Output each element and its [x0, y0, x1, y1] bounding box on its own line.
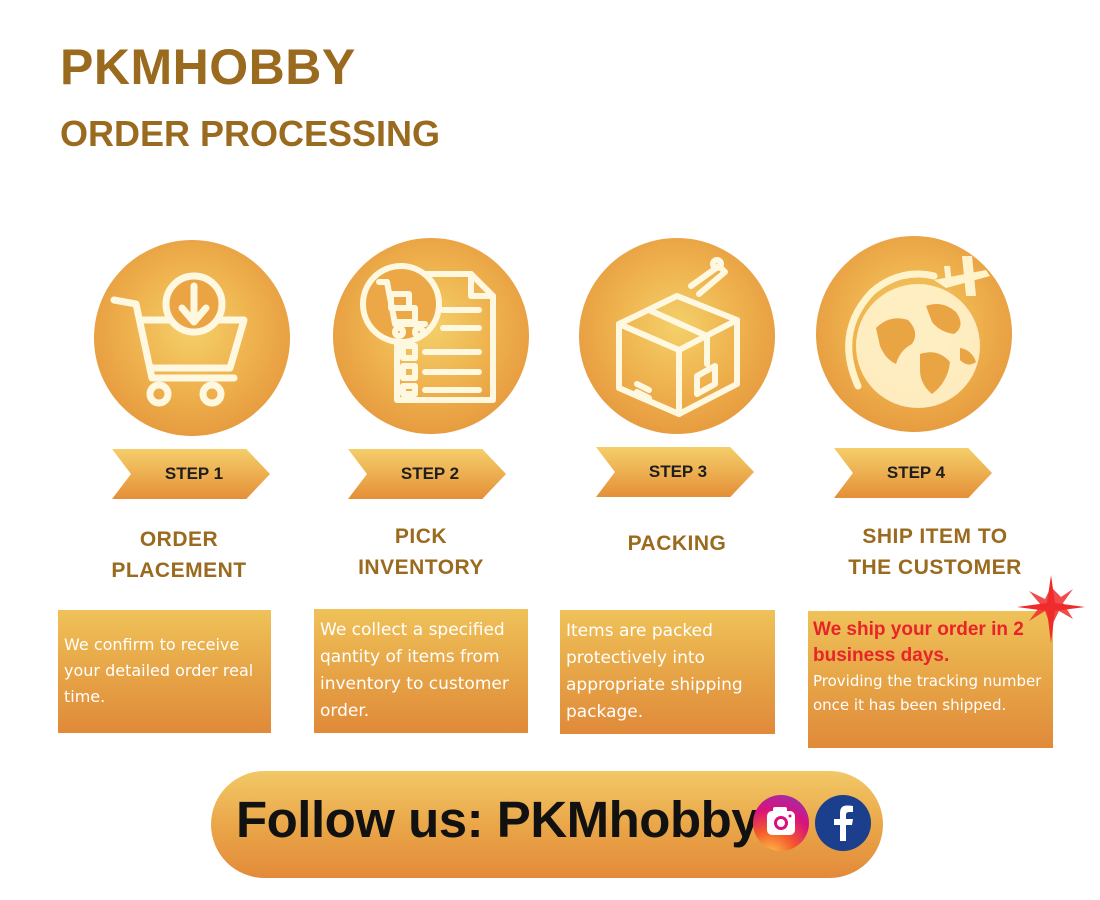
step-2-description: We collect a specified qantity of items …: [320, 620, 509, 721]
step-1-arrow: STEP 1: [112, 449, 270, 499]
step-3-arrow: STEP 3: [596, 447, 754, 497]
step-1-title-line: ORDER: [139, 528, 219, 551]
inventory-checklist-icon: [360, 263, 496, 403]
step-4-arrow: STEP 4: [834, 448, 992, 498]
step-4-title: SHIP ITEM TO THE CUSTOMER: [820, 521, 1050, 583]
step-1-title: ORDER PLACEMENT: [64, 524, 294, 586]
step-4-title-line: SHIP ITEM TO: [862, 525, 1008, 548]
step-2-description-box: We collect a specified qantity of items …: [314, 609, 528, 733]
step-2-title-line: PICK: [394, 525, 448, 548]
step-1-description-box: We confirm to receive your detailed orde…: [58, 610, 271, 733]
step-1-title-line: PLACEMENT: [111, 559, 247, 582]
step-3-description-box: Items are packed protectively into appro…: [560, 610, 775, 734]
step-4-icon-circle: [816, 236, 1012, 432]
step-2-arrow: STEP 2: [348, 449, 506, 499]
step-3-title: PACKING: [562, 528, 792, 559]
step-4-highlight: We ship your order in 2 business days.: [813, 619, 1024, 666]
step-2-title-line: INVENTORY: [358, 556, 484, 579]
brand-title: PKMHOBBY: [60, 39, 356, 95]
step-4-title-line: THE CUSTOMER: [848, 556, 1022, 579]
page-subtitle: ORDER PROCESSING: [60, 113, 441, 154]
step-4-description-box: We ship your order in 2 business days. P…: [808, 611, 1053, 748]
follow-us-text: Follow us: PKMhobby: [236, 791, 760, 848]
sparkle-burst-icon: [1017, 575, 1085, 643]
step-3-icon-circle: [579, 238, 775, 434]
package-box-icon: [616, 257, 740, 417]
step-1-description: We confirm to receive your detailed orde…: [64, 635, 254, 706]
globe-airplane-icon: [845, 256, 990, 408]
shopping-cart-download-icon: [110, 272, 248, 407]
step-2-title: PICK INVENTORY: [306, 521, 536, 583]
step-2-icon-circle: [333, 238, 529, 434]
step-4-description: Providing the tracking number once it ha…: [813, 672, 1042, 714]
step-1-icon-circle: [94, 240, 290, 436]
step-3-description: Items are packed protectively into appro…: [566, 621, 743, 722]
step-3-title-line: PACKING: [627, 532, 727, 555]
instagram-icon[interactable]: [753, 795, 809, 851]
facebook-icon[interactable]: [815, 795, 871, 851]
